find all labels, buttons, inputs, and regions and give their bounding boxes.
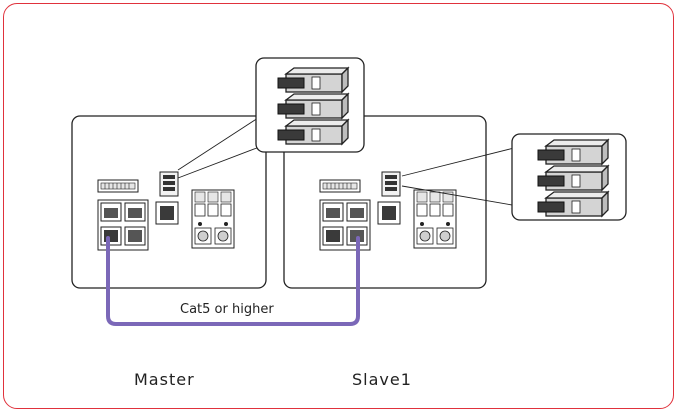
master-dip-switch-zoom bbox=[255, 57, 365, 153]
slave1-callout-line bbox=[401, 147, 515, 177]
master-label: Master bbox=[134, 370, 195, 389]
slave1-label: Slave1 bbox=[352, 370, 412, 389]
diagram-frame bbox=[3, 3, 674, 409]
ethernet-cable bbox=[106, 236, 360, 326]
cable-label: Cat5 or higher bbox=[180, 302, 274, 317]
master-callout-line bbox=[177, 117, 259, 171]
slave1-dip-switch-zoom bbox=[511, 133, 627, 221]
